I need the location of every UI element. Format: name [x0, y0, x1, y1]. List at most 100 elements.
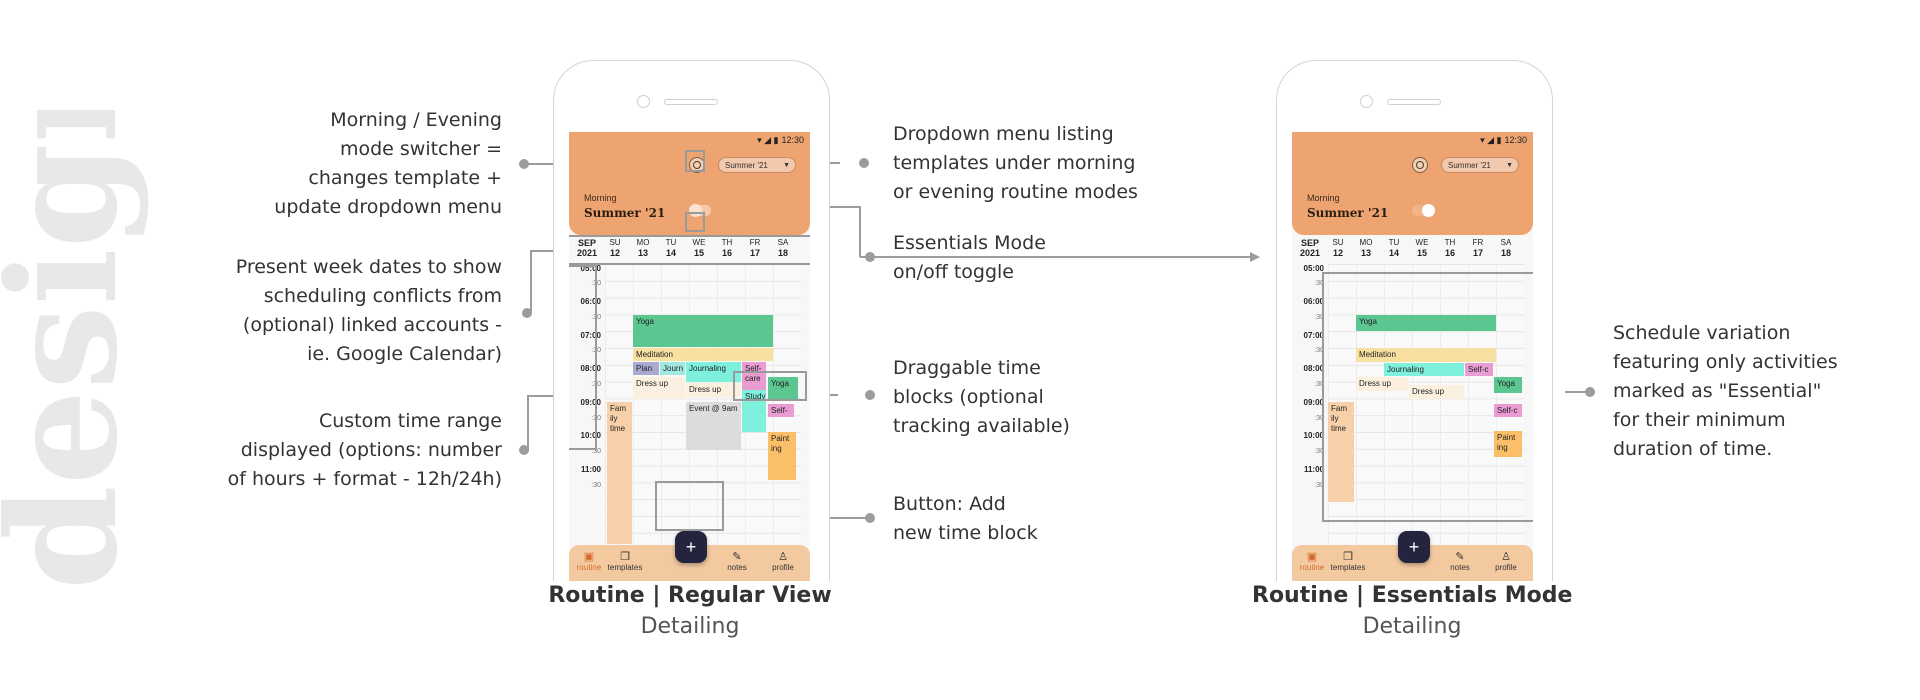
highlight-essentials-schedule	[1322, 272, 1533, 522]
block-self-c-sa[interactable]: Self-c	[1494, 404, 1522, 417]
time-label: :30	[1314, 448, 1324, 455]
toggle-knob	[1422, 204, 1435, 217]
block-event[interactable]: Event @ 9am	[686, 402, 741, 450]
block-self-c-fr[interactable]: Self-c	[1465, 363, 1493, 376]
time-label: :30	[1314, 482, 1324, 489]
time-label: 05:00	[1303, 264, 1324, 273]
side-word-design: design	[0, 110, 170, 610]
highlight-sun	[685, 150, 705, 172]
nav-notes[interactable]: ✎notes	[717, 551, 757, 572]
block-journ[interactable]: Journ	[660, 362, 685, 375]
schedule-grid[interactable]	[1328, 264, 1524, 544]
nav-profile[interactable]: ♙profile	[763, 551, 803, 572]
notes-icon: ✎	[1455, 551, 1465, 563]
time-label: 06:00	[1303, 297, 1324, 306]
block-plan[interactable]: Plan	[633, 362, 659, 375]
chevron-down-icon: ▼	[1506, 162, 1513, 169]
block-dress-up[interactable]: Dress up	[686, 383, 741, 397]
block-dress-up[interactable]: Dress up	[1356, 377, 1408, 391]
speaker-grille	[1387, 99, 1441, 105]
nav-routine[interactable]: ▣routine	[569, 551, 609, 572]
time-label: 10:00	[1303, 431, 1324, 440]
status-bar: ▾ ◢ ▮12:30	[757, 135, 804, 145]
block-painting[interactable]: Paint ing	[1494, 431, 1522, 457]
highlight-draggable	[733, 371, 807, 401]
nav-notes[interactable]: ✎notes	[1440, 551, 1480, 572]
nav-profile[interactable]: ♙profile	[1486, 551, 1526, 572]
block-yoga-sa[interactable]: Yoga	[768, 377, 798, 401]
time-label: :30	[591, 482, 601, 489]
block-self-c[interactable]: Self-c	[768, 404, 794, 417]
block-yoga[interactable]: Yoga	[1356, 315, 1496, 331]
block-meditation[interactable]: Meditation	[633, 348, 773, 361]
templates-icon: ❐	[620, 551, 630, 563]
profile-icon: ♙	[778, 551, 788, 563]
block-self-care[interactable]: Self-care	[742, 362, 766, 390]
time-label: 08:00	[580, 364, 601, 373]
block-dress-up[interactable]: Dress up	[1409, 385, 1464, 399]
block-yoga[interactable]: Yoga	[633, 315, 773, 347]
block-journaling[interactable]: Journaling	[1384, 363, 1464, 376]
time-label: :30	[1314, 347, 1324, 354]
time-label: 05:00	[580, 264, 601, 273]
phone-essentials: ▾ ◢ ▮12:30 Summer '21▼ Morning Summer '2…	[1276, 60, 1553, 581]
highlight-times	[569, 265, 597, 450]
camera-icon	[637, 95, 650, 108]
time-label: 09:00	[580, 398, 601, 407]
block-family-time[interactable]: Fam ily time	[607, 402, 632, 544]
highlight-week	[569, 235, 810, 265]
add-block-button[interactable]: +	[675, 531, 707, 563]
phone-regular: ▾ ◢ ▮12:30 Summer '21▼ Morning Summer '2…	[553, 60, 830, 581]
essentials-toggle[interactable]	[1412, 204, 1435, 217]
time-label: :30	[1314, 314, 1324, 321]
screen-regular: ▾ ◢ ▮12:30 Summer '21▼ Morning Summer '2…	[569, 132, 810, 581]
time-label: :30	[1314, 415, 1324, 422]
time-label: :30	[1314, 381, 1324, 388]
highlight-fab	[655, 481, 724, 531]
template-dropdown[interactable]: Summer '21▼	[1441, 157, 1519, 173]
profile-icon: ♙	[1501, 551, 1511, 563]
nav-templates[interactable]: ❐templates	[1328, 551, 1368, 572]
templates-icon: ❐	[1343, 551, 1353, 563]
mode-label: Morning	[1307, 193, 1340, 203]
caption-essentials: Routine | Essentials Mode Detailing	[1252, 583, 1572, 639]
side-word-text: design	[0, 110, 151, 590]
nav-templates[interactable]: ❐templates	[605, 551, 645, 572]
block-yoga-sa[interactable]: Yoga	[1494, 377, 1522, 393]
template-dropdown[interactable]: Summer '21▼	[718, 157, 796, 173]
status-bar: ▾ ◢ ▮12:30	[1480, 135, 1527, 145]
calendar-icon: ▣	[583, 551, 595, 563]
block-family-time[interactable]: Fam ily time	[1328, 402, 1354, 502]
block-painting[interactable]: Paint ing	[768, 432, 796, 480]
nav-routine[interactable]: ▣routine	[1292, 551, 1332, 572]
add-block-button[interactable]: +	[1398, 531, 1430, 563]
block-meditation[interactable]: Meditation	[1356, 348, 1496, 362]
time-label: 09:00	[1303, 398, 1324, 407]
time-label: :30	[1314, 280, 1324, 287]
caption-regular-title: Routine | Regular View	[548, 583, 832, 608]
block-study[interactable]: Study	[742, 390, 766, 432]
block-journaling[interactable]: Journaling	[686, 362, 741, 382]
time-label: 07:00	[1303, 331, 1324, 340]
block-dress-up[interactable]: Dress up	[633, 377, 685, 399]
sun-icon[interactable]	[1412, 157, 1428, 173]
calendar-icon: ▣	[1306, 551, 1318, 563]
speaker-grille	[664, 99, 718, 105]
